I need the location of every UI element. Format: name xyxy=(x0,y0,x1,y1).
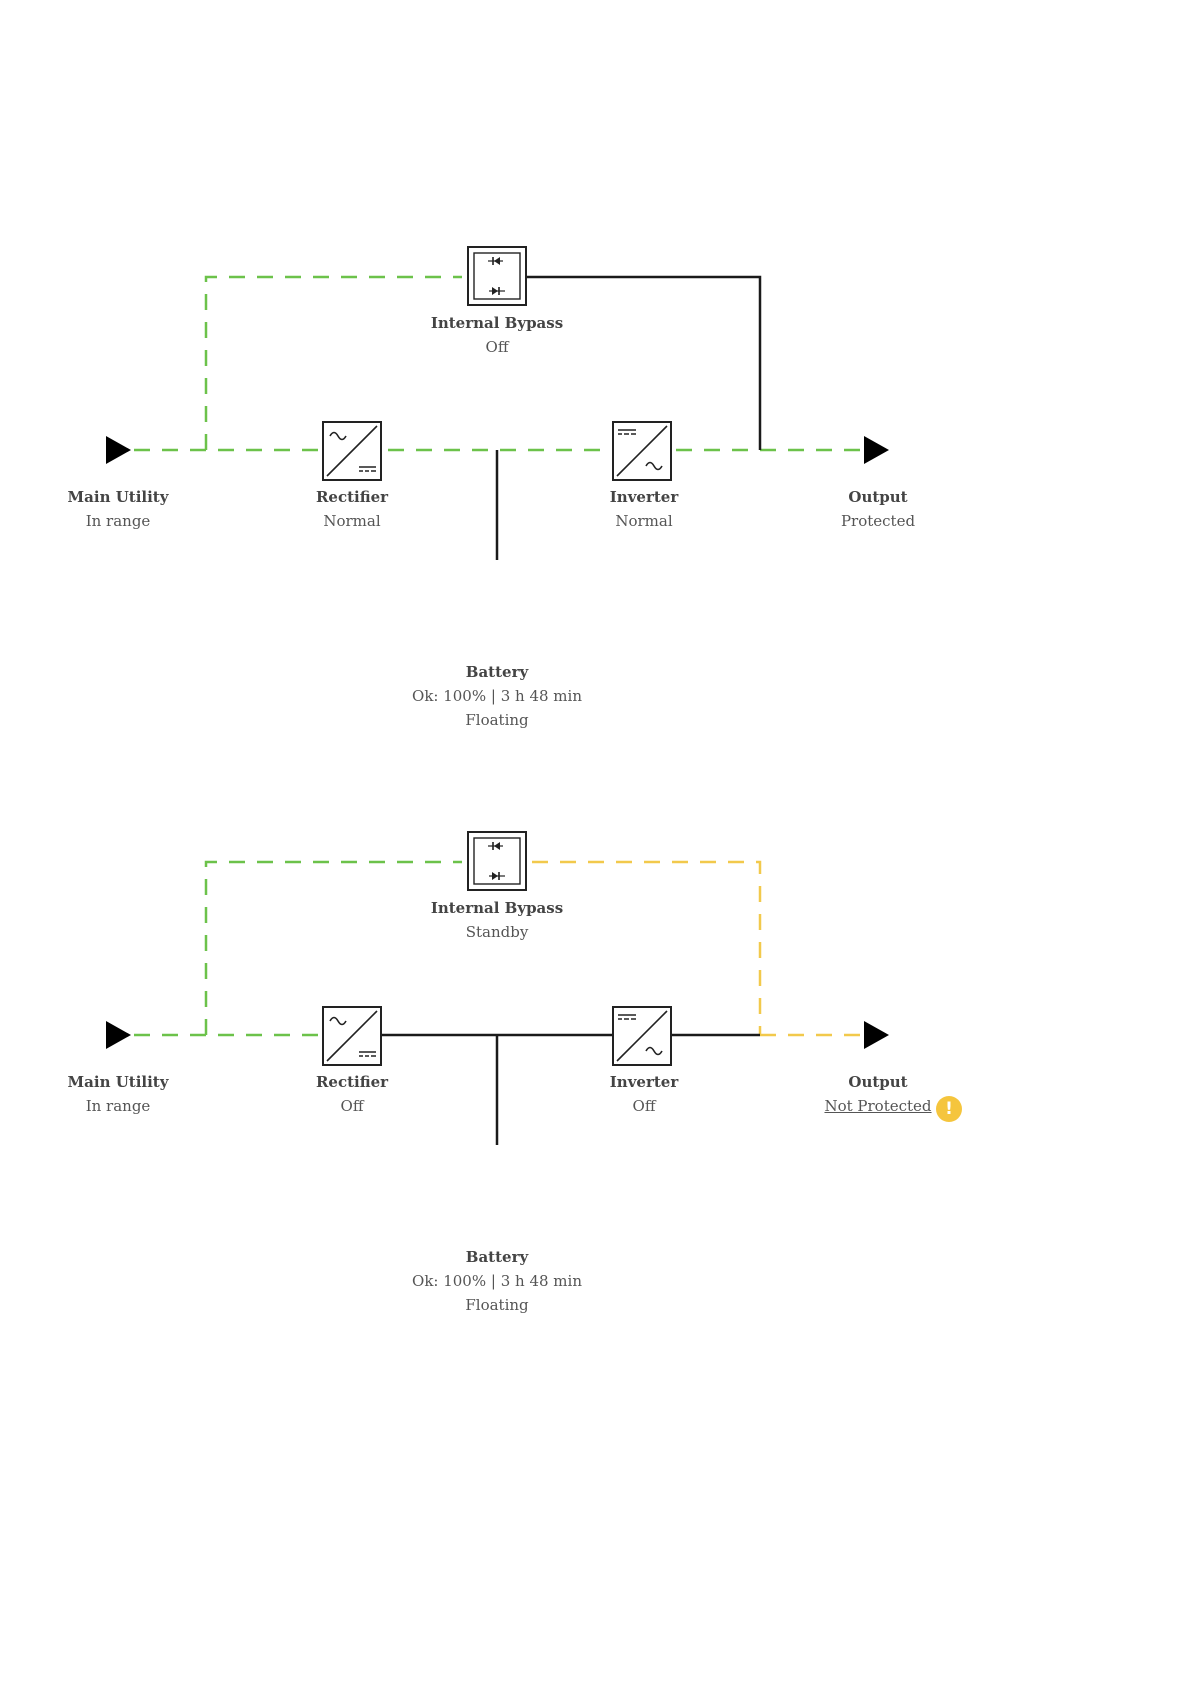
battery-status: Ok: 100% | 3 h 48 min xyxy=(412,1269,582,1293)
main-utility-status: In range xyxy=(68,509,169,533)
rectifier-icon[interactable] xyxy=(323,1007,381,1065)
inverter-icon[interactable] xyxy=(613,422,671,480)
inverter-label: Inverter Normal xyxy=(610,485,678,533)
internal-bypass-icon[interactable] xyxy=(468,247,526,305)
inverter-status: Off xyxy=(610,1094,678,1118)
main-utility-label: Main Utility In range xyxy=(68,1070,169,1118)
ups-diagram-bypass-standby: Main Utility In range Rectifier Off Inve… xyxy=(0,585,1191,1145)
internal-bypass-status: Standby xyxy=(431,920,563,944)
ups-diagram-bypass-standby-svg xyxy=(0,585,1191,1145)
output-arrow-icon xyxy=(864,1021,889,1049)
main-utility-name: Main Utility xyxy=(68,1070,169,1094)
battery-mode: Floating xyxy=(412,1293,582,1317)
main-utility-name: Main Utility xyxy=(68,485,169,509)
inverter-name: Inverter xyxy=(610,1070,678,1094)
main-utility-arrow-icon xyxy=(106,1021,131,1049)
ups-diagram-normal: Main Utility In range Rectifier Normal I… xyxy=(0,0,1191,560)
internal-bypass-name: Internal Bypass xyxy=(431,896,563,920)
internal-bypass-icon[interactable] xyxy=(468,832,526,890)
exclamation-icon[interactable]: ! xyxy=(936,1096,962,1122)
rectifier-label: Rectifier Normal xyxy=(316,485,388,533)
inverter-name: Inverter xyxy=(610,485,678,509)
rectifier-name: Rectifier xyxy=(316,485,388,509)
output-label: Output Not Protected xyxy=(824,1070,931,1118)
rectifier-icon[interactable] xyxy=(323,422,381,480)
rectifier-label: Rectifier Off xyxy=(316,1070,388,1118)
internal-bypass-label: Internal Bypass Off xyxy=(431,311,563,359)
main-utility-status: In range xyxy=(68,1094,169,1118)
internal-bypass-status: Off xyxy=(431,335,563,359)
internal-bypass-name: Internal Bypass xyxy=(431,311,563,335)
output-status: Protected xyxy=(841,509,915,533)
output-name: Output xyxy=(841,485,915,509)
main-utility-label: Main Utility In range xyxy=(68,485,169,533)
main-utility-arrow-icon xyxy=(106,436,131,464)
output-label: Output Protected xyxy=(841,485,915,533)
inverter-label: Inverter Off xyxy=(610,1070,678,1118)
rectifier-status: Normal xyxy=(316,509,388,533)
inverter-icon[interactable] xyxy=(613,1007,671,1065)
output-arrow-icon xyxy=(864,436,889,464)
rectifier-name: Rectifier xyxy=(316,1070,388,1094)
ups-diagram-normal-svg xyxy=(0,0,1191,560)
battery-name: Battery xyxy=(412,1245,582,1269)
battery-label: Battery Ok: 100% | 3 h 48 min Floating xyxy=(412,1245,582,1317)
output-name: Output xyxy=(824,1070,931,1094)
internal-bypass-label: Internal Bypass Standby xyxy=(431,896,563,944)
inverter-status: Normal xyxy=(610,509,678,533)
output-status-link[interactable]: Not Protected xyxy=(824,1094,931,1118)
rectifier-status: Off xyxy=(316,1094,388,1118)
